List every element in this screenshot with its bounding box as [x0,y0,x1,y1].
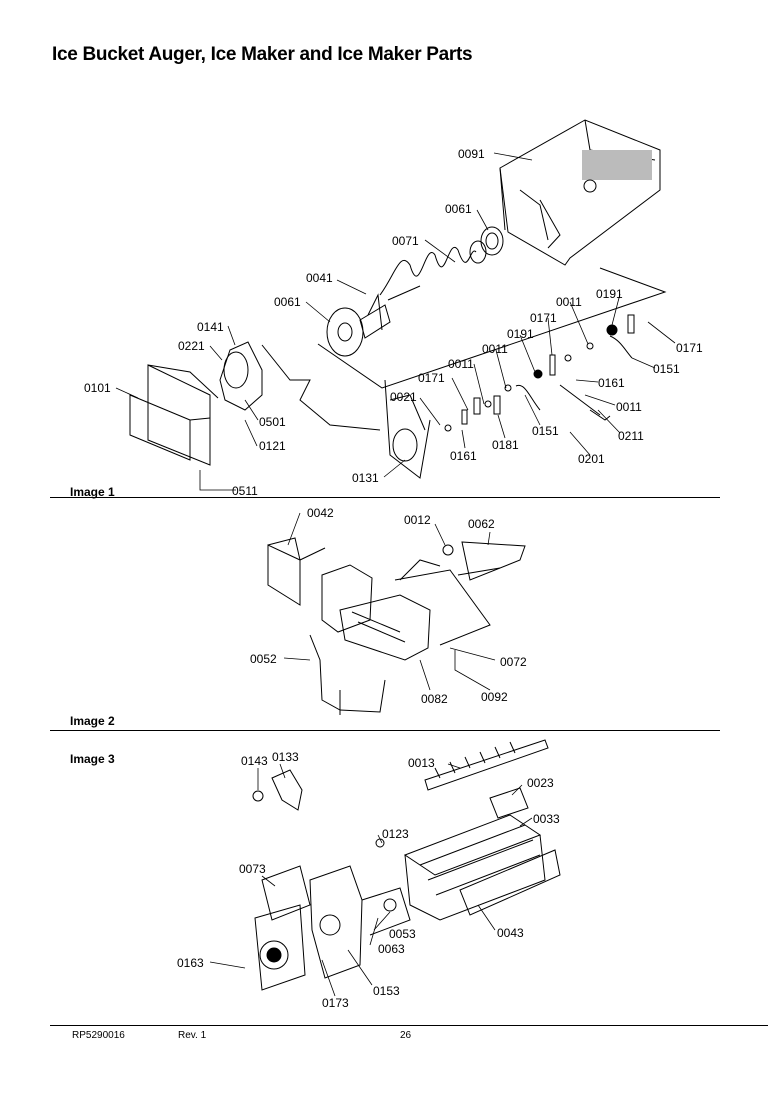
page-title: Ice Bucket Auger, Ice Maker and Ice Make… [52,44,473,65]
callout-0143: 0143 [241,754,268,768]
callout-0021: 0021 [390,390,417,404]
callout-0121: 0121 [259,439,286,453]
section-label-image-1: Image 1 [70,485,115,499]
callout-0063: 0063 [378,942,405,956]
callout-0131: 0131 [352,471,379,485]
callout-0501: 0501 [259,415,286,429]
ice-tray-and-stripper [375,787,561,921]
callout-0053: 0053 [389,927,416,941]
auger-spring [379,247,477,296]
callout-0091: 0091 [458,147,485,161]
callout-0052: 0052 [250,652,277,666]
auger-small-parts [444,314,635,432]
drive-shaft-outline [317,267,667,479]
callout-0023: 0023 [527,776,554,790]
ice-maker-shield [267,537,326,606]
callout-0072: 0072 [500,655,527,669]
auger-impeller [326,285,421,357]
callout-0012: 0012 [404,513,431,527]
footer-divider [50,1025,768,1026]
callout-0062: 0062 [468,517,495,531]
callout-0082: 0082 [421,692,448,706]
callout-leaders [115,152,676,997]
callout-0171-b: 0171 [530,311,557,325]
callout-0161-b: 0161 [450,449,477,463]
section-label-image-2: Image 2 [70,714,115,728]
callout-0092: 0092 [481,690,508,704]
callout-labels: 0091 0061 0071 0041 0061 0141 0221 0101 … [84,147,703,1010]
callout-0141: 0141 [197,320,224,334]
callout-0011-d: 0011 [616,400,642,414]
callout-0173: 0173 [322,996,349,1010]
callout-0011-b: 0011 [482,342,508,356]
ice-maker-mount [321,559,501,661]
callout-0163: 0163 [177,956,204,970]
callout-0171: 0171 [418,371,445,385]
callout-0191: 0191 [507,327,534,341]
callout-0033: 0033 [533,812,560,826]
auger-ring [469,226,504,264]
callout-0061-impeller: 0061 [274,295,301,309]
ice-ejector-bar [424,739,549,791]
footer-part-number: RP5290016 [72,1030,125,1041]
callout-0041: 0041 [306,271,333,285]
callout-0071: 0071 [392,234,419,248]
auger-motor-cover [129,364,219,466]
callout-0061: 0061 [445,202,472,216]
callout-0043: 0043 [497,926,524,940]
callout-0181: 0181 [492,438,519,452]
callout-0151: 0151 [653,362,680,376]
callout-0201: 0201 [578,452,605,466]
callout-0011-c: 0011 [556,295,582,309]
callout-0511: 0511 [232,484,258,498]
callout-0191-b: 0191 [596,287,623,301]
footer-revision: Rev. 1 [178,1030,207,1041]
callout-0161: 0161 [598,376,625,390]
section-divider-1 [50,497,720,498]
footer-page-number: 26 [400,1030,412,1041]
callout-0133: 0133 [272,750,299,764]
section-divider-2 [50,730,720,731]
callout-0101: 0101 [84,381,111,395]
callout-0011: 0011 [448,357,474,371]
callout-0171-c: 0171 [676,341,703,355]
ice-bucket-housing [499,119,661,266]
switch-bracket [252,769,303,811]
fill-tube-and-harness [309,541,526,715]
auger-motor-housing [219,341,381,431]
section-label-image-3: Image 3 [70,752,115,766]
ice-maker-control-housing [254,865,411,991]
callout-0123: 0123 [382,827,409,841]
callout-0221: 0221 [178,339,205,353]
callout-0153: 0153 [373,984,400,998]
callout-0042: 0042 [307,506,334,520]
callout-0151-b: 0151 [532,424,559,438]
callout-0211: 0211 [618,429,644,443]
callout-0073: 0073 [239,862,266,876]
callout-0013: 0013 [408,756,435,770]
